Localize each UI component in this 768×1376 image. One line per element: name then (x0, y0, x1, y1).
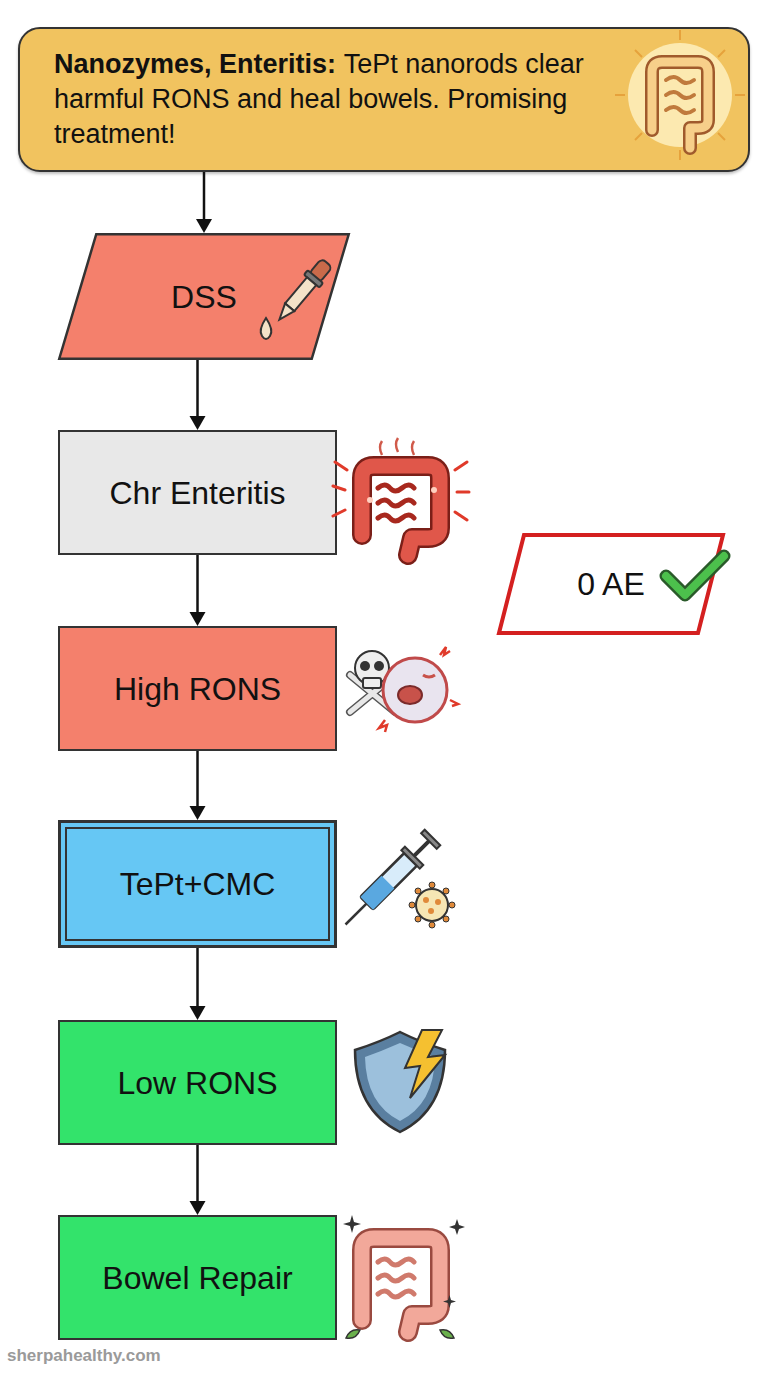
shield-icon-part (355, 1032, 445, 1132)
damaged-cell-icon-part (423, 675, 435, 677)
healthy-intestine-icon-part (343, 1215, 465, 1308)
text-group: High RONS (114, 669, 281, 709)
connector-line (203, 172, 206, 221)
input-parallelogram: DSS (58, 233, 350, 360)
connector-line (196, 555, 199, 614)
text-group: 0 AE (577, 564, 645, 604)
nanoparticle-icon-part-part (429, 922, 435, 928)
inflamed-intestine-icon-part (367, 497, 373, 503)
text-group: TePt+CMC (120, 864, 276, 904)
skull-crossbones-icon (350, 651, 395, 712)
nanoparticle-icon-part-part (415, 916, 421, 922)
skull-crossbones-icon-part (350, 675, 395, 712)
title-box: Nanozymes, Enteritis:TePt nanorods clear… (18, 27, 750, 172)
watermark: sherpahealthy.com (7, 1346, 161, 1366)
inflamed-intestine-icon-part (380, 438, 414, 455)
skull-crossbones-icon-part (360, 661, 370, 671)
flow-arrow (190, 948, 206, 1020)
nanoparticle-icon-part-part (443, 916, 449, 922)
flow-arrow (190, 360, 206, 430)
syringe-icon-part (360, 876, 394, 910)
process-box: Chr Enteritis (58, 430, 337, 555)
text-group: Low RONS (117, 1063, 277, 1103)
shield-icon-part (365, 1043, 435, 1121)
flow-arrow (190, 1145, 206, 1215)
inflamed-intestine-icon-part (333, 462, 469, 520)
connector-line (196, 360, 199, 418)
skull-crossbones-icon-part (374, 661, 384, 671)
nanoparticle-icon-part-part (443, 888, 449, 894)
arrow-head (190, 806, 206, 820)
nanoparticle-icon-part (428, 908, 434, 914)
arrow-head (190, 416, 206, 430)
arrow-head (190, 1201, 206, 1215)
parallelogram-shape (59, 234, 349, 359)
damaged-cell-icon-part (383, 658, 447, 722)
syringe-icon-part (360, 853, 417, 910)
process-box: Bowel Repair (58, 1215, 337, 1340)
nanoparticle-icon-part-part (415, 888, 421, 894)
nanoparticle-icon-part-part (429, 882, 435, 888)
flow-arrow (196, 172, 212, 233)
nanoparticle-icon-part (423, 897, 429, 903)
arrow-head (190, 612, 206, 626)
node-text: DSS (171, 279, 237, 315)
node-text: Bowel Repair (102, 1260, 292, 1296)
nanoparticle-icon (409, 882, 455, 928)
connector-line (196, 1145, 199, 1203)
inflamed-intestine-icon (333, 438, 469, 555)
inflamed-intestine-icon-part (431, 487, 437, 493)
connector-line (196, 751, 199, 808)
text-group: DSS (171, 277, 237, 317)
shield-icon (355, 1030, 445, 1132)
result-parallelogram: 0 AE (497, 533, 725, 635)
damaged-cell-icon (379, 647, 458, 732)
damaged-cell-icon-part (440, 647, 450, 655)
syringe-icon (336, 828, 441, 933)
syringe-icon-part (414, 841, 429, 856)
node-text: Chr Enteritis (109, 475, 285, 511)
syringe-icon-part (421, 830, 440, 849)
title-heading: Nanozymes, Enteritis: (54, 49, 336, 79)
healthy-intestine-icon-part (346, 1330, 454, 1339)
text-group: Nanozymes, Enteritis:TePt nanorods clear… (54, 47, 634, 152)
damaged-cell-icon-part (398, 686, 422, 704)
healthy-intestine-icon (343, 1215, 465, 1338)
inflamed-intestine-icon-part (378, 485, 414, 521)
healthy-intestine-icon-part (362, 1238, 440, 1332)
node-text: Low RONS (117, 1065, 277, 1101)
node-text: 0 AE (577, 566, 645, 602)
inflamed-intestine-icon-part (362, 466, 440, 555)
process-box: Low RONS (58, 1020, 337, 1145)
nanoparticle-icon-part (409, 882, 455, 928)
damaged-cell-icon-part (379, 720, 387, 732)
damaged-cell-icon-part (450, 700, 458, 706)
skull-crossbones-icon-part (355, 651, 389, 685)
syringe-icon-part (401, 847, 423, 869)
inflamed-intestine-icon-part (362, 466, 440, 555)
shield-icon-part (405, 1030, 445, 1098)
nanoparticle-icon-part (435, 899, 441, 905)
connector-line (196, 948, 199, 1008)
arrow-head (196, 219, 212, 233)
process-box: High RONS (58, 626, 337, 751)
node-text: TePt+CMC (120, 866, 276, 902)
skull-crossbones-icon-part (350, 675, 395, 712)
skull-crossbones-icon-part (363, 678, 381, 688)
node-text: High RONS (114, 671, 281, 707)
flow-arrow (190, 751, 206, 820)
nanoparticle-icon-part-part (409, 902, 415, 908)
parallelogram-shape (499, 535, 723, 633)
text-group: Bowel Repair (102, 1258, 292, 1298)
nanoparticle-icon-part (416, 889, 448, 921)
arrow-head (190, 1006, 206, 1020)
text-group: Chr Enteritis (109, 473, 285, 513)
syringe-icon-part (346, 903, 367, 924)
flow-arrow (190, 555, 206, 626)
treatment-box: TePt+CMC (58, 820, 337, 948)
healthy-intestine-icon-part (378, 1259, 414, 1297)
healthy-intestine-icon-part (362, 1238, 440, 1332)
nanoparticle-icon-part-part (449, 902, 455, 908)
